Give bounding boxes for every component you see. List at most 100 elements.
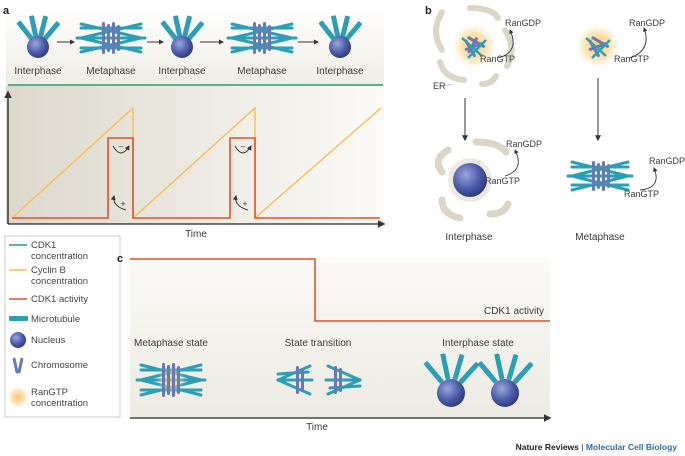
chromosome-icon [12, 357, 24, 374]
stage-label-4: Metaphase [237, 66, 287, 77]
nucleus-icon [491, 379, 519, 407]
journal-credit: Nature Reviews | Molecular Cell Biology [516, 442, 677, 452]
rangtp-label-4: RanGTP [624, 189, 659, 199]
legend-label-line: RanGTP [31, 387, 68, 398]
nucleus-icon [10, 332, 26, 348]
legend-label-3: Microtubule [31, 314, 80, 325]
nucleus-icon [437, 379, 465, 407]
legend-label-line: concentration [31, 398, 88, 409]
panel-a-axes [4, 90, 386, 228]
chromosome-icon [253, 22, 271, 54]
nucleus-icon [27, 36, 49, 58]
chromosome-icon [592, 161, 610, 191]
legend-label-5: Chromosome [31, 360, 88, 371]
legend-label-4: Nucleus [31, 335, 66, 346]
legend-label-line: CDK1 activity [31, 294, 88, 305]
panel-c: c CDK1 activity Metaphase state State tr… [117, 253, 552, 433]
legend-label-line: Microtubule [31, 314, 80, 325]
rangdp-label-4: RanGDP [649, 156, 685, 166]
rangdp-label-2: RanGDP [629, 18, 665, 28]
interphase-cell-2 [160, 15, 205, 58]
feedback-sign-2: + [120, 199, 125, 209]
feedback-sign-3: – [240, 141, 245, 151]
state-label-transition: State transition [285, 338, 352, 349]
state-label-interphase: Interphase state [442, 338, 514, 349]
ran-cycle-arrow-2 [629, 27, 648, 59]
legend-box [4, 235, 121, 418]
transition-half-spindle-1 [276, 364, 314, 396]
microtubule-icon [477, 353, 534, 384]
panel-a-letter: a [3, 5, 10, 17]
er-membrane-2 [434, 138, 512, 222]
panel-c-letter: c [117, 253, 123, 265]
nucleus-icon [329, 36, 351, 58]
metaphase-spindle-c [135, 363, 207, 397]
microtubule-icon [423, 353, 480, 384]
metaphase-spindle-1 [75, 22, 147, 54]
interphase-cell-c2 [477, 353, 534, 407]
panel-a-chart-bg [6, 86, 384, 224]
rangtp-label-2: RanGTP [614, 54, 649, 64]
microtubule-icon [318, 15, 363, 41]
ran-cycle-arrow-4 [639, 167, 658, 191]
panel-a-top-bg [6, 8, 384, 86]
metaphase-spindle-3 [566, 160, 634, 192]
panel-c-x-label: Time [306, 422, 328, 433]
er-membrane [433, 5, 515, 87]
rangtp-glow-icon [7, 386, 29, 408]
cdk1-activity-line [12, 137, 380, 219]
panel-c-cdk1-activity-label: CDK1 activity [484, 306, 544, 317]
legend-label-line: Chromosome [31, 360, 88, 371]
panel-a-x-label: Time [185, 229, 207, 240]
nucleus-icon [171, 36, 193, 58]
microtubule-icon [9, 316, 28, 321]
microtubule-icon [160, 15, 205, 41]
microtubule-icon [585, 37, 611, 59]
er-pointer [439, 83, 453, 88]
cyclin-b-line [11, 106, 382, 220]
legend-label-line: Cyclin B [31, 265, 66, 276]
rangdp-label-1: RanGDP [505, 18, 541, 28]
feedback-sign-1: – [118, 141, 123, 151]
ran-cycle-arrow-1 [497, 29, 514, 59]
chromosome-icon [296, 366, 304, 394]
interphase-cell-1 [16, 15, 61, 58]
chromosome-icon [334, 366, 342, 394]
microtubule-icon [461, 37, 487, 59]
stage-label-5: Interphase [316, 66, 364, 77]
stage-label-2: Metaphase [86, 66, 136, 77]
panel-b-letter: b [425, 5, 432, 17]
interphase-cell-3 [318, 15, 363, 58]
panel-b-interphase-label: Interphase [445, 232, 493, 243]
panel-c-cdk1-activity-line [130, 258, 550, 322]
chromosome-icon [102, 22, 120, 54]
stage-label-3: Interphase [158, 66, 206, 77]
microtubule-icon [16, 15, 61, 41]
state-label-metaphase: Metaphase state [134, 338, 208, 349]
interphase-cell-c1 [423, 353, 480, 407]
er-label: ER [433, 81, 446, 91]
stage-label-1: Interphase [14, 66, 62, 77]
feedback-loops [110, 145, 252, 211]
ran-cycle-arrow-3 [504, 149, 519, 177]
rangtp-label-1: RanGTP [480, 54, 515, 64]
feedback-sign-4: + [242, 199, 247, 209]
chromosome-icon [162, 363, 180, 397]
panel-a: a [3, 5, 386, 240]
journal-name: Nature Reviews [515, 442, 579, 452]
legend-label-line: Nucleus [31, 335, 66, 346]
panel-b: b ER RanGDP RanGTP [425, 5, 685, 243]
nucleus-icon [453, 163, 487, 197]
transition-half-spindle-2 [324, 364, 362, 396]
rangtp-label-3: RanGTP [485, 176, 520, 186]
metaphase-spindle-2 [226, 22, 298, 54]
legend-label-2: CDK1 activity [31, 294, 88, 305]
panel-b-metaphase-label: Metaphase [575, 232, 625, 243]
rangdp-label-3: RanGDP [506, 139, 542, 149]
legend-label-line: CDK1 [31, 240, 56, 251]
